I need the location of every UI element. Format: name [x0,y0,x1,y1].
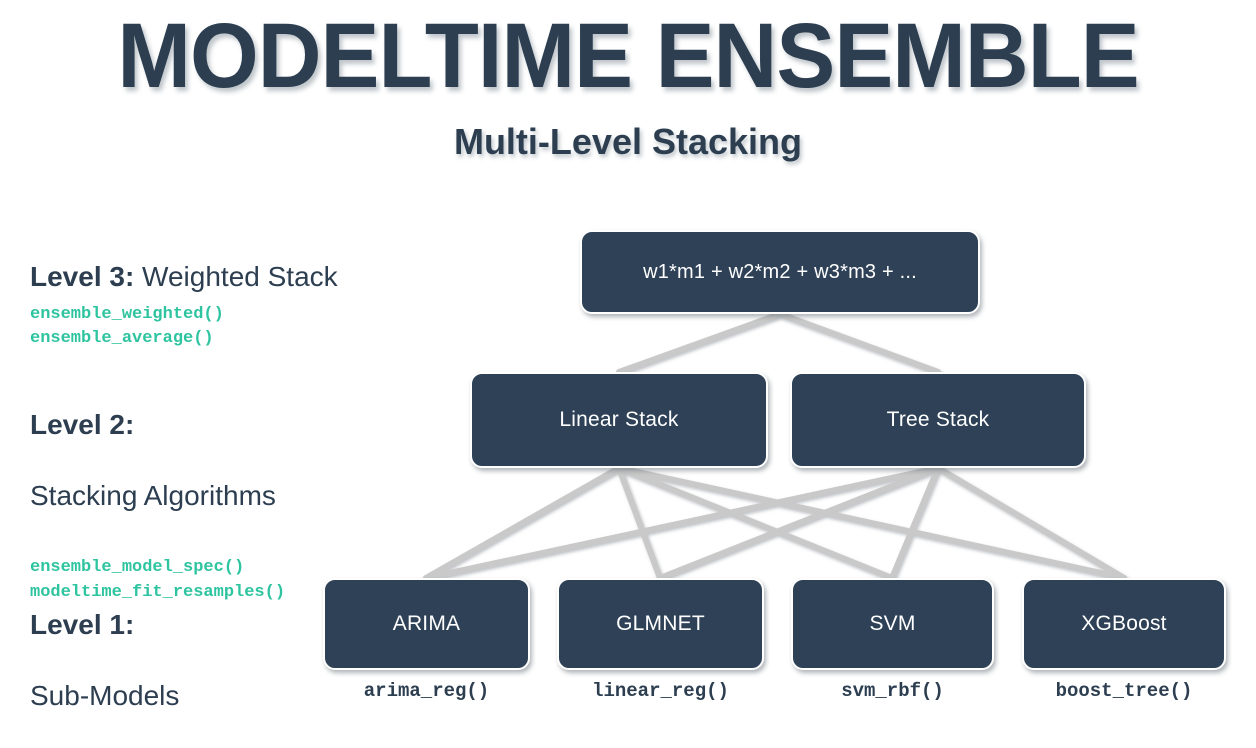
node-svm[interactable]: SVM [791,578,994,670]
level-3-label: Level 3: [30,261,135,293]
level-2-description: Stacking Algorithms [30,479,276,511]
node-svm-label: SVM [869,612,916,635]
edge-tree-xgboost [935,465,1127,581]
node-linear-stack-label: Linear Stack [559,408,679,431]
page-title: MODELTIME ENSEMBLE [117,5,1139,107]
edge-linear-arima [423,465,622,581]
level-2-legend: Level 2: Stacking Algorithms ensemble_mo… [30,372,450,606]
level-3-heading: Level 3: Weighted Stack [30,224,450,295]
level-3-description: Weighted Stack [134,261,338,293]
page-subtitle: Multi-Level Stacking [453,120,803,162]
node-xgboost-label: XGBoost [1081,612,1167,635]
node-xgboost[interactable]: XGBoost [1022,578,1226,670]
level-1-description: Sub-Models [30,679,180,711]
node-glmnet[interactable]: GLMNET [557,578,764,670]
header: MODELTIME ENSEMBLE Multi-Level Stacking [0,0,1256,163]
edge-tree-arima [423,465,941,581]
level-1-heading: Level 1: Sub-Models [30,572,450,748]
caption-boost-tree: boost_tree() [1055,680,1193,702]
node-arima-label: ARIMA [392,612,461,635]
edge-linear-svm [616,465,895,581]
edge-l3-linear-stack [616,311,783,375]
caption-linear-reg: linear_reg() [592,680,729,702]
node-tree-stack-label: Tree Stack [886,408,990,431]
caption-svm-rbf: svm_rbf() [841,680,944,702]
node-tree-stack[interactable]: Tree Stack [790,372,1086,468]
code-ensemble-weighted: ensemble_weighted() [30,304,224,324]
caption-arima-reg: arima_reg() [363,680,490,702]
code-ensemble-average: ensemble_average() [30,329,214,349]
node-linear-stack[interactable]: Linear Stack [470,372,768,468]
edge-tree-svm [889,465,941,581]
level-2-heading: Level 2: Stacking Algorithms [30,372,450,548]
level-2-code-list: ensemble_model_spec() modeltime_fit_resa… [30,556,450,605]
node-weighted-stack[interactable]: w1*m1 + w2*m2 + w3*m3 + ... [580,230,980,314]
edge-linear-xgboost [616,465,1127,581]
level-3-code-list: ensemble_weighted() ensemble_average() [30,303,450,352]
node-glmnet-label: GLMNET [616,612,705,635]
node-arima[interactable]: ARIMA [323,578,530,670]
edge-tree-glmnet [657,465,941,581]
level-1-legend: Level 1: Sub-Models [30,572,450,748]
code-modeltime-fit-resamples: modeltime_fit_resamples() [30,582,286,602]
edge-l3-tree-stack [777,311,941,375]
level-3-legend: Level 3: Weighted Stack ensemble_weighte… [30,224,450,352]
level-1-label: Level 1: [30,609,135,641]
edge-linear-glmnet [616,465,663,581]
code-ensemble-model-spec: ensemble_model_spec() [30,558,245,578]
level-2-label: Level 2: [30,409,135,441]
node-weighted-stack-label: w1*m1 + w2*m2 + w3*m3 + ... [643,260,917,283]
